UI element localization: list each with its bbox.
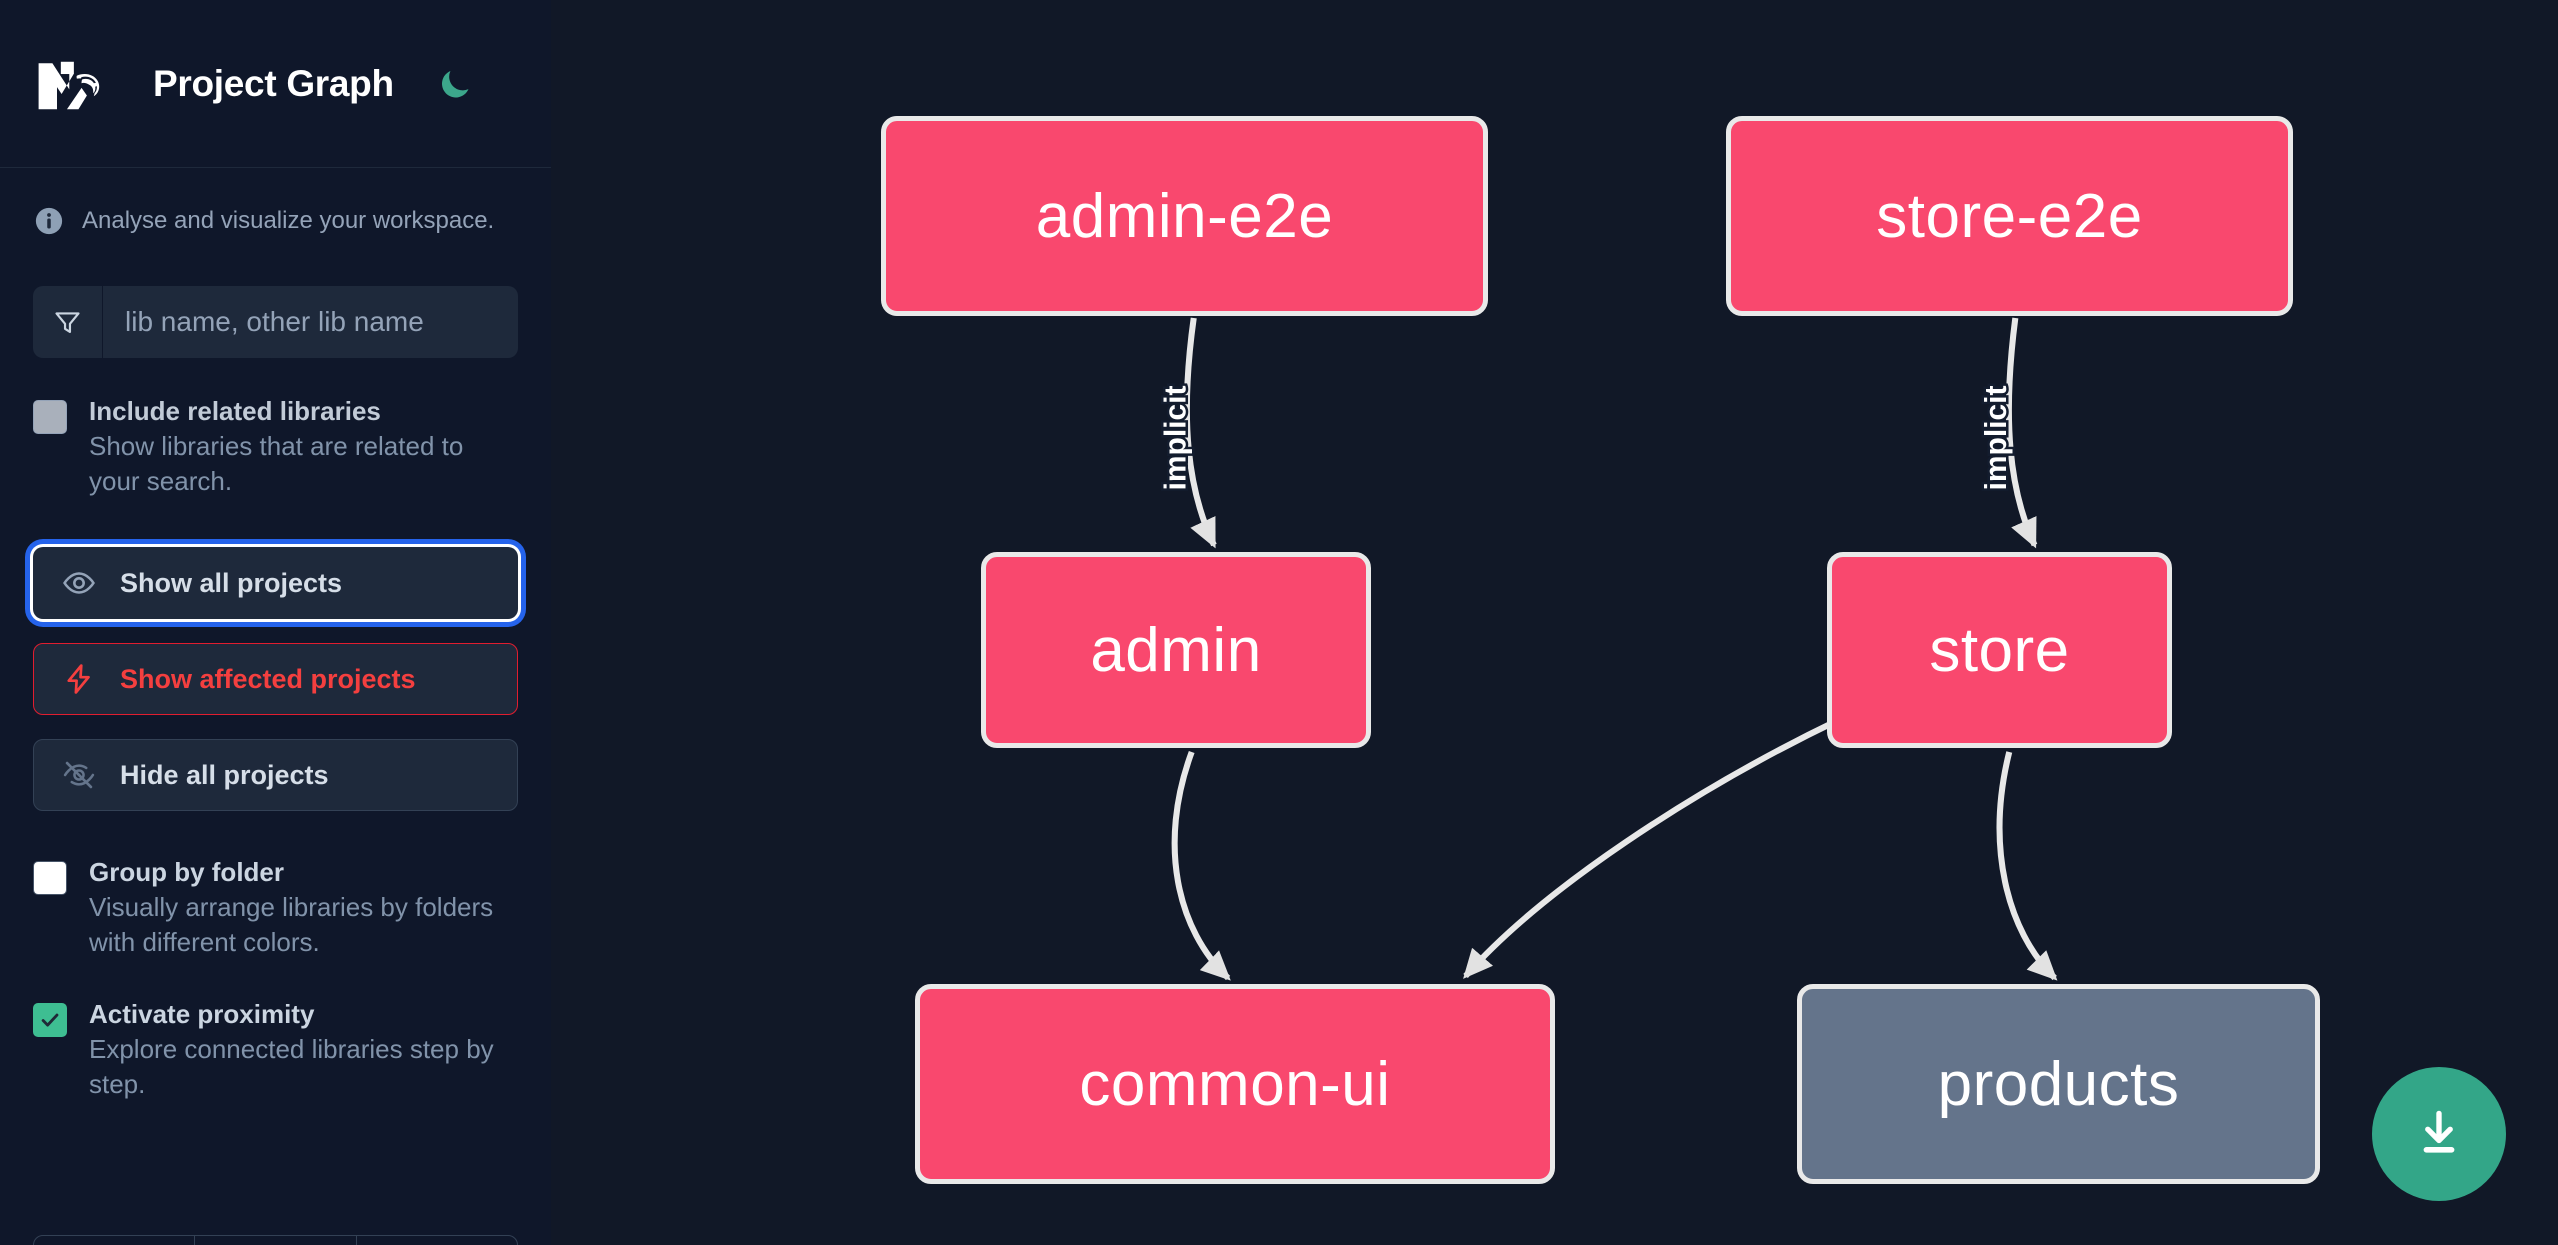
- text-filter-field[interactable]: [33, 286, 518, 358]
- show-all-projects-label: Show all projects: [120, 567, 343, 598]
- graph-node-label: common-ui: [1079, 1049, 1391, 1119]
- show-all-projects-button[interactable]: Show all projects: [33, 547, 518, 620]
- check-icon: [41, 1013, 59, 1027]
- include-related-libraries-label: Include related libraries: [89, 396, 381, 426]
- graph-node-admin[interactable]: admin: [981, 552, 1371, 748]
- proximity-step-increment[interactable]: [357, 1236, 517, 1245]
- proximity-stepper-segmented-control[interactable]: [33, 1235, 518, 1245]
- proximity-step-value[interactable]: [195, 1236, 357, 1245]
- activate-proximity-row[interactable]: Activate proximity Explore connected lib…: [33, 997, 518, 1102]
- edge-admin-to-common-ui: [1171, 750, 1231, 981]
- hide-all-projects-label: Hide all projects: [120, 759, 329, 790]
- include-related-libraries-description: Show libraries that are related to your …: [89, 431, 464, 497]
- graph-node-products[interactable]: products: [1797, 984, 2320, 1184]
- eye-icon: [62, 566, 96, 600]
- moon-icon[interactable]: [434, 63, 476, 105]
- edge-admin-e2e-to-admin: [1183, 317, 1217, 549]
- sidebar-tagline: Analyse and visualize your workspace.: [0, 168, 551, 236]
- group-by-folder-checkbox[interactable]: [33, 861, 67, 896]
- graph-node-label: admin-e2e: [1035, 181, 1334, 251]
- group-by-folder-label: Group by folder: [89, 857, 284, 888]
- include-related-libraries-row[interactable]: Include related libraries Show libraries…: [33, 394, 518, 499]
- sidebar-header: Project Graph: [0, 0, 551, 168]
- nx-logo-icon: [34, 54, 126, 114]
- graph-node-admin-e2e[interactable]: admin-e2e: [881, 116, 1488, 316]
- group-by-folder-description: Visually arrange libraries by folders wi…: [89, 892, 494, 958]
- edge-store-to-products: [1996, 751, 2058, 981]
- activate-proximity-description: Explore connected libraries step by step…: [89, 1033, 494, 1099]
- activate-proximity-checkbox[interactable]: [33, 1002, 67, 1037]
- edge-store-e2e-to-store: [2005, 317, 2038, 549]
- include-related-libraries-checkbox[interactable]: [33, 400, 67, 434]
- edge-label-implicit-store: implicit: [1980, 386, 2013, 491]
- tagline-text: Analyse and visualize your workspace.: [82, 207, 495, 234]
- hide-all-projects-button[interactable]: Hide all projects: [33, 739, 518, 812]
- graph-node-label: store: [1929, 615, 2070, 685]
- graph-edges-layer: implicit implicit: [1157, 317, 2058, 981]
- search-input[interactable]: [103, 286, 518, 358]
- project-visibility-buttons: Show all projects Show affected projects: [33, 547, 518, 812]
- graph-node-label: store-e2e: [1876, 181, 2143, 251]
- lightning-icon: [62, 662, 96, 696]
- filter-funnel-icon: [33, 286, 103, 358]
- show-affected-projects-button[interactable]: Show affected projects: [33, 643, 518, 716]
- graph-node-label: products: [1937, 1049, 2180, 1119]
- edge-label-implicit-admin: implicit: [1160, 386, 1193, 491]
- proximity-step-decrement[interactable]: [34, 1236, 196, 1245]
- graph-node-label: admin: [1090, 615, 1262, 685]
- group-by-folder-row[interactable]: Group by folder Visually arrange librari…: [33, 855, 518, 960]
- app-title: Project Graph: [153, 62, 394, 104]
- show-affected-projects-label: Show affected projects: [120, 663, 416, 694]
- graph-node-common-ui[interactable]: common-ui: [915, 984, 1555, 1184]
- graph-canvas[interactable]: implicit implicit admin-e2e store-e2e ad…: [551, 0, 2558, 1245]
- sidebar-body: Include related libraries Show libraries…: [0, 286, 551, 1245]
- eye-slash-icon: [62, 758, 96, 792]
- graph-node-store-e2e[interactable]: store-e2e: [1726, 116, 2293, 316]
- download-icon: [2411, 1105, 2467, 1164]
- info-circle-icon: [34, 206, 64, 236]
- download-button[interactable]: [2372, 1067, 2506, 1201]
- sidebar: Project Graph Analyse and visualize your…: [0, 0, 551, 1245]
- edge-store-to-common-ui: [1463, 717, 1840, 979]
- graph-node-store[interactable]: store: [1827, 552, 2172, 748]
- activate-proximity-label: Activate proximity: [89, 998, 315, 1029]
